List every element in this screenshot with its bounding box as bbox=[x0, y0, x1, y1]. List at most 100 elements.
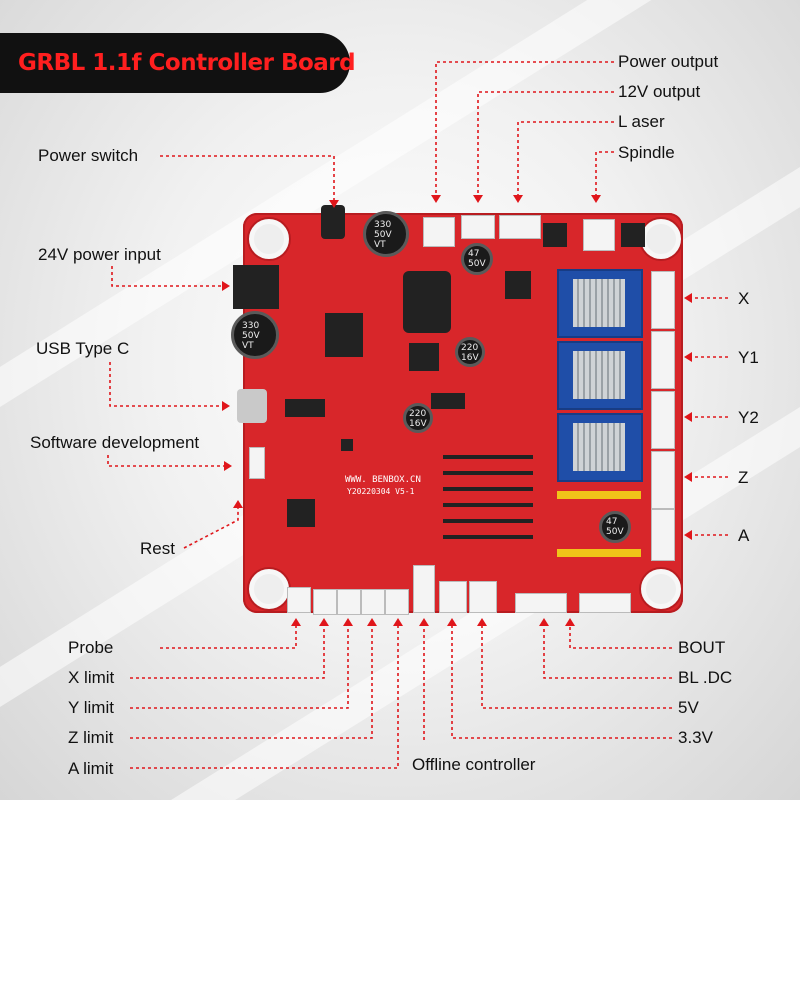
arrow-head bbox=[565, 618, 575, 626]
ic-chip bbox=[431, 393, 465, 409]
motor-connector-y2 bbox=[651, 391, 675, 449]
arrow-head bbox=[539, 618, 549, 626]
leader-3v3 bbox=[451, 626, 672, 739]
leader-y-limit bbox=[130, 626, 349, 709]
leader-lines bbox=[107, 61, 728, 769]
silkscreen-website: WWW. BENBOX.CN bbox=[345, 475, 421, 485]
z-limit-connector bbox=[361, 589, 385, 615]
arrow-head bbox=[419, 618, 429, 626]
dc-power-jack bbox=[233, 265, 279, 309]
arrow-head bbox=[222, 281, 230, 291]
arrow-head bbox=[591, 195, 601, 203]
arrow-head bbox=[222, 401, 230, 411]
power-switch bbox=[321, 205, 345, 239]
motor-connector-a bbox=[651, 509, 675, 561]
leader-laser bbox=[517, 121, 614, 195]
label-z-limit: Z limit bbox=[68, 728, 114, 747]
label-3v3: 3.3V bbox=[678, 728, 713, 747]
inductor-small bbox=[543, 223, 567, 247]
leader-rest bbox=[183, 508, 239, 549]
label-5v: 5V bbox=[678, 698, 699, 717]
arrow-head bbox=[343, 618, 353, 626]
voltage-regulator bbox=[325, 313, 363, 357]
arrow-head bbox=[684, 472, 692, 482]
voltage-regulator bbox=[505, 271, 531, 299]
label-y2: Y2 bbox=[738, 408, 759, 427]
leader-z-limit bbox=[130, 626, 373, 739]
label-y-limit: Y limit bbox=[68, 698, 114, 717]
arrow-head bbox=[393, 618, 403, 626]
spindle-connector bbox=[583, 219, 615, 251]
y-limit-connector bbox=[337, 589, 361, 615]
leader-bl-dc bbox=[543, 626, 672, 679]
arrow-head bbox=[367, 618, 377, 626]
arrow-head bbox=[319, 618, 329, 626]
arrow-head bbox=[684, 352, 692, 362]
pin-header bbox=[557, 491, 641, 499]
label-software-development: Software development bbox=[30, 433, 200, 452]
arrow-head bbox=[513, 195, 523, 203]
silkscreen-version: Y20220304 V5-1 bbox=[347, 487, 415, 496]
label-a-limit: A limit bbox=[68, 759, 114, 778]
leader-spindle bbox=[595, 151, 614, 195]
leader-bout bbox=[569, 626, 672, 649]
leader-x-limit bbox=[130, 626, 325, 679]
arrow-head bbox=[224, 461, 232, 471]
leader-5v bbox=[481, 626, 672, 709]
arrow-head bbox=[684, 293, 692, 303]
stepper-driver-y bbox=[557, 341, 643, 410]
label-laser: L aser bbox=[618, 112, 665, 131]
label-spindle: Spindle bbox=[618, 143, 675, 162]
bout-connector bbox=[579, 593, 631, 613]
arrow-head bbox=[473, 195, 483, 203]
label-power-output: Power output bbox=[618, 52, 719, 71]
reset-button bbox=[341, 439, 353, 451]
label-usb-type-c: USB Type C bbox=[36, 339, 130, 358]
a-limit-connector bbox=[385, 589, 409, 615]
software-dev-header bbox=[249, 447, 265, 479]
leader-24v-input bbox=[111, 266, 222, 287]
probe-connector bbox=[287, 587, 311, 613]
leader-12v-output bbox=[477, 91, 614, 195]
3v3-connector bbox=[439, 581, 467, 613]
label-z: Z bbox=[738, 468, 749, 487]
motor-connector-x bbox=[651, 271, 675, 329]
stepper-driver-x bbox=[557, 269, 643, 338]
arrow-head bbox=[477, 618, 487, 626]
arrow-head bbox=[233, 500, 243, 508]
leader-a-limit bbox=[130, 626, 399, 769]
stepper-driver-z bbox=[557, 413, 643, 482]
motor-connector-z bbox=[651, 451, 675, 509]
label-x-limit: X limit bbox=[68, 668, 115, 687]
laser-connector bbox=[499, 215, 541, 239]
leader-probe bbox=[160, 626, 297, 649]
resistor-array bbox=[443, 451, 533, 551]
mounting-hole bbox=[249, 219, 289, 259]
usb-type-c-port bbox=[237, 389, 267, 423]
arrow-head bbox=[431, 195, 441, 203]
leader-power-switch bbox=[160, 155, 335, 200]
leader-usb-c bbox=[109, 362, 222, 407]
12v-output-connector bbox=[461, 215, 495, 239]
arrow-head bbox=[684, 412, 692, 422]
arrow-head bbox=[291, 618, 301, 626]
mounting-hole bbox=[641, 569, 681, 609]
mounting-hole bbox=[249, 569, 289, 609]
arrow-head bbox=[447, 618, 457, 626]
label-bl-dc: BL .DC bbox=[678, 668, 733, 687]
power-inductor bbox=[403, 271, 451, 333]
inductor-470 bbox=[409, 343, 439, 371]
page-title: GRBL 1.1f Controller Board bbox=[18, 50, 356, 76]
label-offline-controller: Offline controller bbox=[412, 755, 536, 774]
label-x: X bbox=[738, 289, 750, 308]
5v-connector bbox=[469, 581, 497, 613]
leader-software-dev bbox=[107, 455, 224, 467]
arrow-head bbox=[684, 530, 692, 540]
leader-power-output bbox=[435, 61, 614, 195]
